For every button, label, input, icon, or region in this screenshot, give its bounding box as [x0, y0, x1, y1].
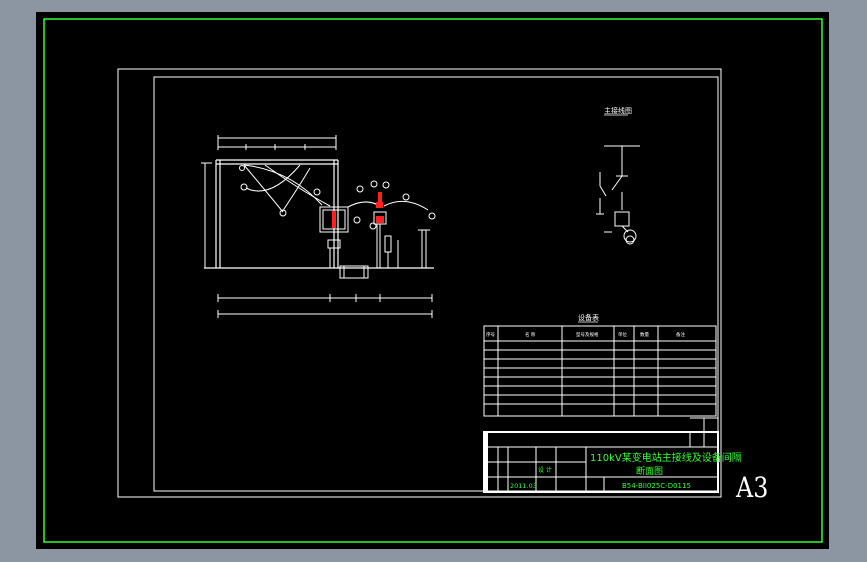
table-header-name: 名 称 — [525, 331, 536, 338]
equipment-table-grid — [483, 325, 717, 417]
table-header-remark: 备注 — [676, 331, 685, 338]
table-header-no: 序号 — [486, 331, 495, 338]
title-block-drawing-name: 断面图 — [636, 465, 663, 477]
sheet-border-inner — [153, 76, 719, 492]
equipment-table-title: 设备表 — [578, 313, 599, 322]
highlighted-equipment — [332, 192, 384, 228]
table-header-model: 型号及规格 — [576, 331, 599, 338]
title-block-drawing-number: B54-BII025C-D0115 — [622, 482, 691, 490]
table-header-qty: 数量 — [640, 331, 649, 338]
title-block-thick-edge — [484, 432, 488, 492]
sheet-size-label: A3 — [736, 471, 769, 504]
sheet-border-outer — [117, 68, 722, 498]
table-header-unit: 单位 — [618, 331, 627, 338]
cad-viewport[interactable] — [36, 12, 829, 549]
title-block-date: 2011.03 — [510, 482, 537, 490]
section-elevation — [201, 135, 436, 318]
main-wiring-schematic — [596, 145, 640, 245]
title-block-role-design: 设 计 — [538, 466, 552, 474]
schematic-title: 主接线图 — [604, 106, 632, 115]
title-block-project: 110kV某变电站主接线及设备间隔 — [590, 451, 742, 464]
inner-green-frame — [43, 18, 823, 543]
